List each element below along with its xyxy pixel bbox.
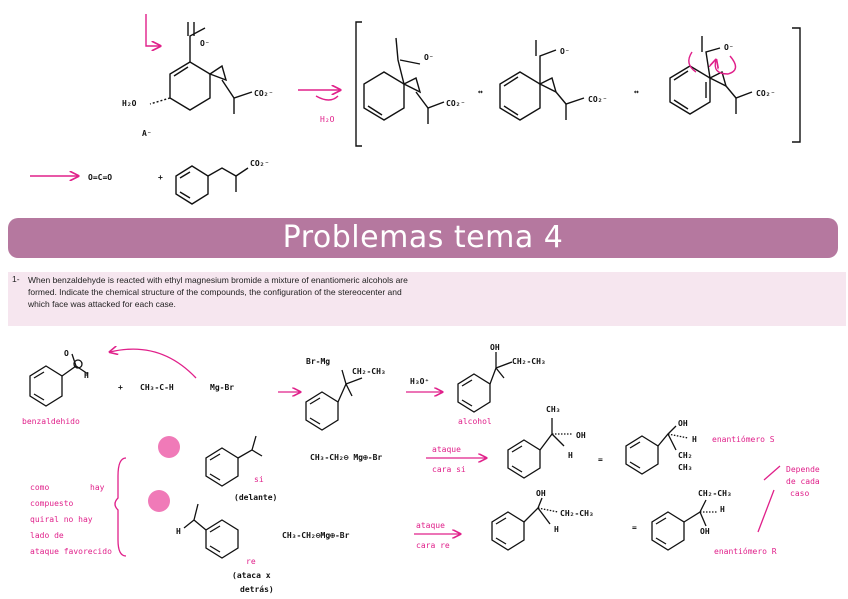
resonance-2: ↔ [634,87,639,96]
depende-1: Depende [786,465,820,474]
alcohol-ring [457,373,491,413]
o-label: O [64,349,69,358]
enantiomero-r-label: enantiómero R [714,546,777,556]
problem-work-labels: O H benzaldehido + CH₃-C-H Mg-Br Br-Mg C… [22,343,820,594]
h-label-1: H [84,371,89,380]
problem-work-drawings [29,349,781,559]
page-title: Problemas tema 4 [282,220,564,255]
enant-r-ring [651,511,685,551]
ch2ch3-label-3: CH₂-CH₃ [560,509,594,518]
pink-curly-arrow [715,55,737,75]
depende-3: caso [790,489,809,498]
problem-number: 1- [12,274,20,284]
h-label-5: H [554,525,559,534]
ataque-fav-label: ataque favorecido [30,547,112,556]
enant-s-ring [625,435,659,475]
carboxylate-2: O⁻ [424,53,434,62]
quiral-label: quiral no hay [30,515,93,524]
alkoxide-ring [305,391,339,431]
co2-2: CO₂⁻ [446,99,465,108]
problem-statement: 1- When benzaldehyde is reacted with eth… [8,272,846,326]
ataca-label: (ataca x [232,571,271,580]
re-label: re [246,557,256,566]
ald-ring-2 [205,519,239,559]
ald-ring-1 [205,447,239,487]
ring-3 [499,71,541,121]
benzaldehyde-ring [29,365,63,407]
bracket-left [355,21,362,147]
ch2ch3-label-1: CH₂-CH₃ [352,367,386,376]
plus-2: + [118,383,123,392]
ch3-label-2: CH₃ [678,463,692,472]
pink-brace [114,457,127,557]
enantiomero-s-label: enantiómero S [712,434,775,444]
como-1: como [30,483,49,492]
detras-label: detrás) [240,585,274,594]
problem-text: When benzaldehyde is reacted with ethyl … [28,275,408,309]
pink-corner-arrow [145,14,160,46]
ch2ch3-label-4: CH₂-CH₃ [698,489,732,498]
co2-1: CO₂⁻ [254,89,273,98]
lado-label: lado de [30,531,64,540]
pink-line-depende [757,465,781,533]
ch3-label-1: CH₃ [546,405,560,414]
ch2ch3-label-2: CH₂-CH₃ [512,357,546,366]
como-2: hay [90,483,105,492]
oh-label-1: OH [490,343,500,352]
equals-2: = [632,523,637,532]
h-label-2: H [568,451,573,460]
ring-1 [169,61,211,111]
h-label-3: H [692,435,697,444]
ring-5 [175,165,209,205]
product-r-ring [491,511,525,551]
a-minus-label: A⁻ [142,129,152,138]
h-label-4: H [176,527,181,536]
ethyl-label: CH₃-C-H [140,383,174,392]
carboxylate-1: O⁻ [200,39,210,48]
co2-product: O=C=O [88,173,112,182]
ataque-re-2: cara re [416,541,450,550]
pink-attack-arrow [110,349,197,379]
ataque-re-1: ataque [416,521,445,530]
equals-1: = [598,455,603,464]
oh-label-2: OH [576,431,586,440]
carboxylate-3: O⁻ [560,47,570,56]
si-label: si [254,475,264,484]
mgbr-label: Mg-Br [210,383,234,392]
plus-sign: + [158,173,163,182]
ring-2 [363,71,405,121]
bracket-right [792,27,801,143]
alcohol-label: alcohol [458,417,492,426]
ring-4 [669,65,711,115]
ataque-si-1: ataque [432,445,461,454]
resonance-1: ↔ [478,87,483,96]
brmg-label: Br-Mg [306,357,330,366]
top-reaction-scheme [30,14,801,205]
depende-2: de cada [786,477,820,486]
h2o-label: H₂O [122,99,137,108]
co2-3: CO₂⁻ [588,95,607,104]
delante-label: (delante) [234,493,277,502]
ch2-label: CH₂ [678,451,692,460]
carboxylate-4: O⁻ [724,43,734,52]
pink-dot-re [148,490,170,512]
compuesto-label: compuesto [30,499,74,508]
reagent-1: CH₃-CH₂⊖ Mg⊕-Br [310,453,382,462]
product-s-ring [507,439,541,479]
title-banner: Problemas tema 4 [8,218,838,258]
pink-dot-si [158,436,180,458]
h-label-6: H [720,505,725,514]
co2-5: CO₂⁻ [250,159,269,168]
oh-label-3: OH [678,419,688,428]
h3o-label: H₃O⁺ [410,377,429,386]
oh-label-4: OH [536,489,546,498]
h2o-pink: H₂O [320,115,335,124]
ataque-si-2: cara si [432,465,466,474]
oh-label-5: OH [700,527,710,536]
benzaldehido-label: benzaldehido [22,417,80,426]
reagent-2: CH₃-CH₂⊖Mg⊕-Br [282,531,350,540]
co2-4: CO₂⁻ [756,89,775,98]
top-labels: O⁻ CO₂⁻ H₂O A⁻ H₂O O⁻ CO₂⁻ ↔ O⁻ CO₂⁻ ↔ O… [88,39,775,182]
